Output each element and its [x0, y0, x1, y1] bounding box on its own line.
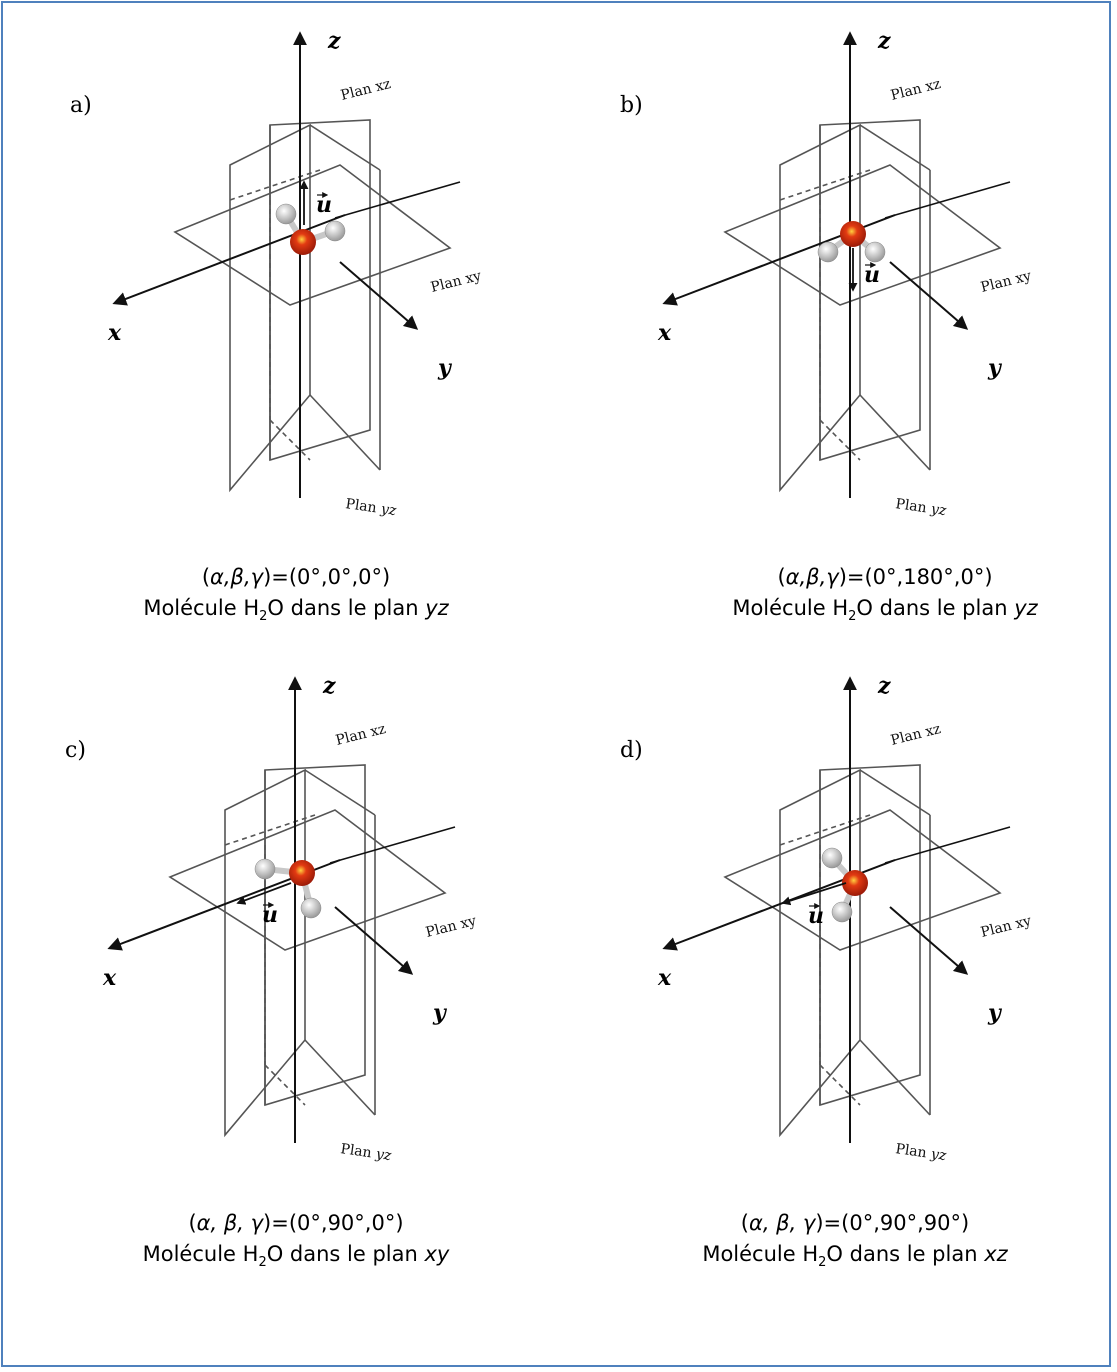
panel-letter-label: a): [70, 93, 92, 118]
z-axis-label: z: [877, 28, 891, 54]
y-axis-label: y: [437, 355, 453, 381]
xy-plane-hidden-edge: [229, 169, 321, 201]
panel-c-diagram: c) z x y Plan xz Plan xy Plan yz u: [65, 673, 478, 1164]
panel-a-diagram: a) z x y Plan xz Plan xy Plan yz u: [70, 28, 483, 519]
y-axis-back: [884, 826, 1011, 864]
plane-yz-label: Plan yz: [339, 1141, 392, 1164]
xy-plane-hidden-edge: [779, 169, 871, 201]
x-axis-label: x: [657, 320, 672, 346]
oxygen-atom: [290, 229, 316, 255]
molecule-line-c: Molécule H2O dans le plan xy: [142, 1242, 450, 1271]
xy-plane: [723, 164, 1002, 306]
xy-plane-hidden-edge: [224, 814, 316, 846]
oxygen-atom: [842, 870, 868, 896]
y-axis-back: [334, 181, 461, 219]
xz-plane: [819, 764, 921, 1107]
plane-yz-italic: yz: [929, 501, 948, 519]
panel-letter-label: b): [620, 93, 643, 118]
yz-plane-edge: [859, 769, 931, 816]
y-axis: [334, 906, 414, 975]
caption-d: (α, β, γ)=(0°,90°,90°) Molécule H2O dans…: [595, 1208, 1115, 1278]
dipole-vector-arrow: [781, 882, 847, 906]
angles-line-b: (α,β,γ)=(0°,180°,0°): [777, 565, 993, 589]
yz-plane-edge: [859, 394, 931, 471]
xy-plane: [173, 164, 452, 306]
plane-yz-label: Plan yz: [894, 1141, 947, 1164]
dipole-vector-label: u: [864, 262, 880, 288]
hydrogen-atom: [864, 241, 886, 263]
caption-a: (α,β,γ)=(0°,0°,0°) Molécule H2O dans le …: [36, 562, 556, 632]
y-axis-label: y: [987, 355, 1003, 381]
hydrogen-atom: [324, 220, 346, 242]
y-axis: [339, 261, 419, 330]
dipole-vector-label: u: [808, 903, 824, 929]
hydrogen-atom: [831, 901, 853, 923]
molecule-line-b: Molécule H2O dans le plan yz: [732, 596, 1038, 625]
plane-xz-label: Plan xz: [334, 721, 387, 749]
yz-plane-hidden-edge: [264, 1064, 306, 1106]
y-axis-label: y: [987, 1000, 1003, 1026]
plane-xy-label: Plan xy: [979, 268, 1033, 296]
hydrogen-atom: [300, 897, 322, 919]
plane-yz-italic: yz: [929, 1146, 948, 1164]
plane-xz-label: Plan xz: [889, 76, 942, 104]
panel-d-diagram: d) z x y Plan xz Plan xy Plan yz u: [620, 673, 1033, 1164]
xy-plane: [168, 809, 447, 951]
yz-plane-hidden-edge: [269, 419, 311, 461]
panel-letter-label: d): [620, 738, 643, 763]
hydrogen-atom: [817, 241, 839, 263]
oxygen-atom: [840, 221, 866, 247]
xz-plane: [269, 119, 371, 462]
yz-plane-edge: [859, 1039, 931, 1116]
plane-xz-label: Plan xz: [889, 721, 942, 749]
plane-xy-label: Plan xy: [979, 913, 1033, 941]
yz-plane-edge: [304, 769, 376, 816]
molecule-line-a: Molécule H2O dans le plan yz: [143, 596, 449, 625]
plane-yz-label: Plan yz: [344, 496, 397, 519]
xy-plane: [723, 809, 1002, 951]
plane-yz-label: Plan yz: [894, 496, 947, 519]
plane-xy-label: Plan xy: [429, 268, 483, 296]
angles-line-c: (α, β, γ)=(0°,90°,0°): [188, 1211, 404, 1235]
yz-plane-edge: [859, 124, 931, 171]
xz-plane: [264, 764, 366, 1107]
x-axis-label: x: [657, 965, 672, 991]
plane-yz-italic: yz: [374, 1146, 393, 1164]
z-axis-label: z: [322, 673, 336, 699]
hydrogen-atom: [275, 203, 297, 225]
dipole-vector-arrow: [236, 882, 292, 905]
yz-plane-edge: [304, 1039, 376, 1116]
y-axis-back: [884, 181, 1011, 219]
yz-plane-edge: [309, 394, 381, 471]
xz-plane: [819, 119, 921, 462]
plane-yz-italic: yz: [379, 501, 398, 519]
panel-b-diagram: b) z x y Plan xz Plan xy Plan yz u: [620, 28, 1033, 519]
hydrogen-atom: [254, 858, 276, 880]
oxygen-atom: [289, 860, 315, 886]
plane-xy-label: Plan xy: [424, 913, 478, 941]
yz-plane-hidden-edge: [819, 419, 861, 461]
xy-plane-hidden-edge: [779, 814, 871, 846]
angles-line-d: (α, β, γ)=(0°,90°,90°): [740, 1211, 970, 1235]
x-axis-label: x: [107, 320, 122, 346]
plane-xz-label: Plan xz: [339, 76, 392, 104]
y-axis-label: y: [432, 1000, 448, 1026]
dipole-vector-label: u: [262, 902, 278, 928]
caption-b: (α,β,γ)=(0°,180°,0°) Molécule H2O dans l…: [625, 562, 1117, 632]
y-axis-back: [329, 826, 456, 864]
panel-letter-label: c): [65, 738, 86, 763]
yz-plane-edge: [309, 124, 381, 171]
caption-c: (α, β, γ)=(0°,90°,0°) Molécule H2O dans …: [36, 1208, 556, 1278]
molecule-line-d: Molécule H2O dans le plan xz: [702, 1242, 1008, 1271]
dipole-vector-label: u: [316, 192, 332, 218]
yz-plane-hidden-edge: [819, 1064, 861, 1106]
z-axis-label: z: [877, 673, 891, 699]
z-axis-label: z: [327, 28, 341, 54]
angles-line-a: (α,β,γ)=(0°,0°,0°): [201, 565, 391, 589]
y-axis: [889, 906, 969, 975]
x-axis-label: x: [102, 965, 117, 991]
y-axis: [889, 261, 969, 330]
hydrogen-atom: [821, 847, 843, 869]
